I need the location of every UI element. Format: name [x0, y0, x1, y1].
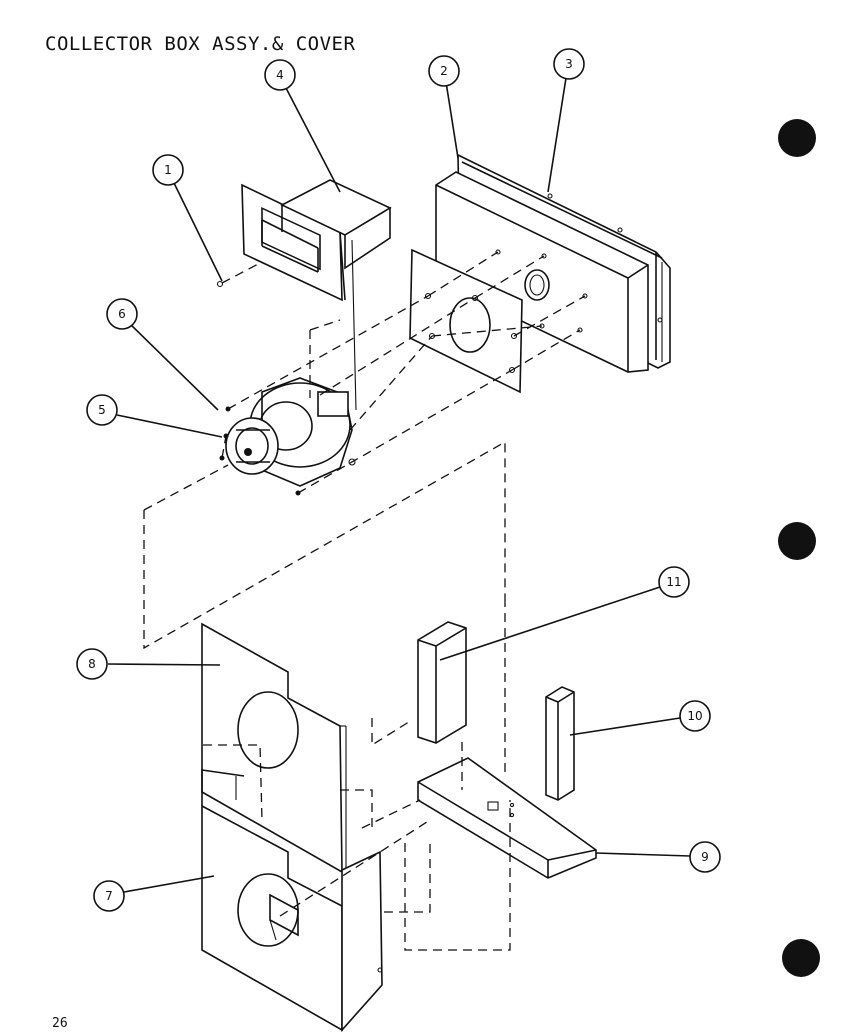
callout-10: 10	[679, 700, 711, 732]
part-4-transition-duct	[241, 179, 392, 411]
assembly-lines-lower	[203, 598, 511, 951]
callout-7: 7	[93, 880, 125, 912]
cover-projection-lines	[143, 440, 506, 650]
callout-2: 2	[428, 55, 460, 87]
callout-10-label: 10	[687, 709, 702, 723]
part-1-screw	[216, 261, 263, 288]
callout-4-label: 4	[276, 68, 284, 82]
gasket-plate	[409, 248, 523, 394]
callout-8-label: 8	[88, 657, 96, 671]
part-8-upper-cover	[201, 622, 347, 874]
assembly-lines-plate	[427, 251, 586, 371]
callout-6: 6	[106, 298, 138, 330]
callout-11-label: 11	[666, 575, 681, 589]
callout-9: 9	[689, 841, 721, 873]
binder-holes	[778, 119, 820, 977]
callout-6-label: 6	[118, 307, 126, 321]
callout-3-label: 3	[565, 57, 573, 71]
callout-1-label: 1	[164, 163, 172, 177]
callout-9-label: 9	[701, 850, 709, 864]
callout-5-label: 5	[98, 403, 106, 417]
binder-hole-top	[778, 119, 816, 157]
part-11-control-box	[417, 621, 467, 744]
assembly-lines-motor	[221, 295, 513, 494]
page-number: 26	[52, 1016, 68, 1031]
callout-3: 3	[553, 48, 585, 80]
callout-4: 4	[264, 59, 296, 91]
callout-7-label: 7	[105, 889, 113, 903]
binder-hole-bottom	[782, 939, 820, 977]
part-7-lower-cover	[201, 769, 383, 1033]
callout-5: 5	[86, 394, 118, 426]
callout-8: 8	[76, 648, 108, 680]
part-5-blower-motor	[219, 377, 356, 496]
diagram-title: COLLECTOR BOX ASSY.& COVER	[45, 33, 356, 55]
binder-hole-middle	[778, 522, 816, 560]
leader-lines	[107, 77, 691, 893]
callout-2-label: 2	[440, 64, 448, 78]
callout-11: 11	[658, 566, 690, 598]
callout-1: 1	[152, 154, 184, 186]
part-10-bracket	[545, 686, 575, 801]
